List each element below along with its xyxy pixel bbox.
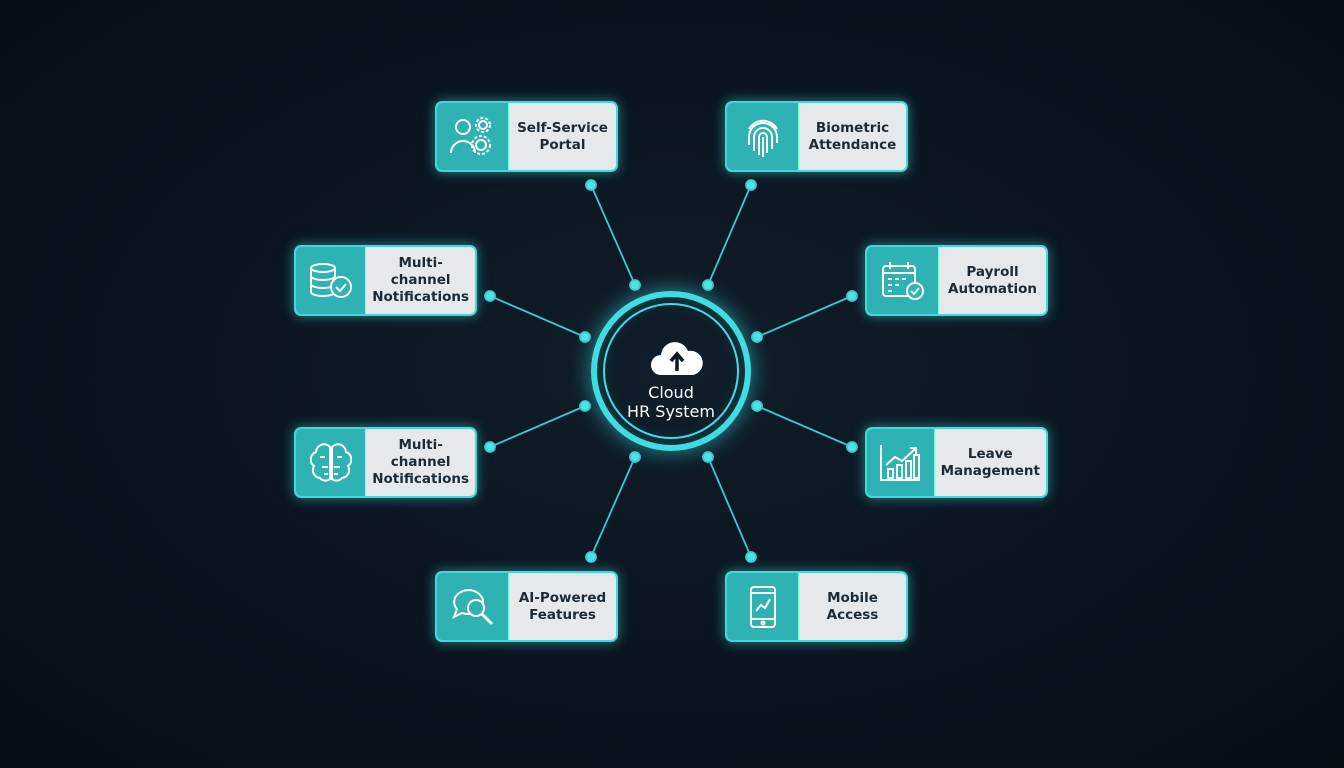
central-hub: Cloud HR System <box>591 291 751 451</box>
connector-dot <box>629 279 641 291</box>
connector-dot <box>751 331 763 343</box>
connector-dot <box>585 551 597 563</box>
connector-line <box>707 184 752 286</box>
connector-dot <box>751 400 763 412</box>
calendar-check-icon <box>881 261 924 300</box>
connector-dot <box>745 179 757 191</box>
hub-title-line2: HR System <box>627 402 715 421</box>
hub-title-line1: Cloud <box>648 383 694 402</box>
connector-dot <box>579 331 591 343</box>
node-label: AI-Powered Features <box>518 589 607 623</box>
node-ai-powered-features[interactable]: AI-Powered Features <box>435 571 618 642</box>
brain-icon <box>309 442 352 482</box>
connector-line <box>489 295 586 338</box>
connector-line <box>756 405 853 448</box>
connector-dot <box>629 451 641 463</box>
connector-dot <box>702 279 714 291</box>
chat-search-icon <box>451 588 493 625</box>
node-label: Mobile Access <box>826 589 879 623</box>
connector-line <box>707 456 752 558</box>
cloud-upload-icon <box>651 342 703 375</box>
node-label: Self-Service Portal <box>517 119 608 153</box>
node-multi-channel-notifications-ai[interactable]: Multi-channel Notifications <box>294 427 477 498</box>
connector-dot <box>484 441 496 453</box>
node-label: Leave Management <box>940 445 1040 479</box>
hub-title: Cloud HR System <box>597 383 745 421</box>
connector-line <box>489 405 586 448</box>
chart-growth-icon <box>880 444 921 481</box>
node-label: Payroll Automation <box>948 263 1037 297</box>
connector-dot <box>745 551 757 563</box>
node-biometric-attendance[interactable]: Biometric Attendance <box>725 101 908 172</box>
mobile-chart-icon <box>749 585 776 628</box>
connector-dot <box>585 179 597 191</box>
node-label: Multi-channel Notifications <box>372 437 470 487</box>
connector-line <box>756 295 853 338</box>
user-gears-icon <box>449 116 491 155</box>
node-payroll-automation[interactable]: Payroll Automation <box>865 245 1048 316</box>
connector-dot <box>702 451 714 463</box>
node-mobile-access[interactable]: Mobile Access <box>725 571 908 642</box>
connector-line <box>590 184 636 286</box>
node-leave-management[interactable]: Leave Management <box>865 427 1048 498</box>
connector-dot <box>484 290 496 302</box>
connector-line <box>590 456 636 558</box>
hub-inner-ring <box>603 303 739 439</box>
connector-dot <box>846 290 858 302</box>
connector-dot <box>846 441 858 453</box>
node-label: Biometric Attendance <box>808 119 897 153</box>
node-label: Multi-channel Notifications <box>372 255 470 305</box>
fingerprint-icon <box>747 119 778 157</box>
node-self-service-portal[interactable]: Self-Service Portal <box>435 101 618 172</box>
database-check-icon <box>309 262 352 298</box>
connector-dot <box>579 400 591 412</box>
node-multi-channel-notifications[interactable]: Multi-channel Notifications <box>294 245 477 316</box>
